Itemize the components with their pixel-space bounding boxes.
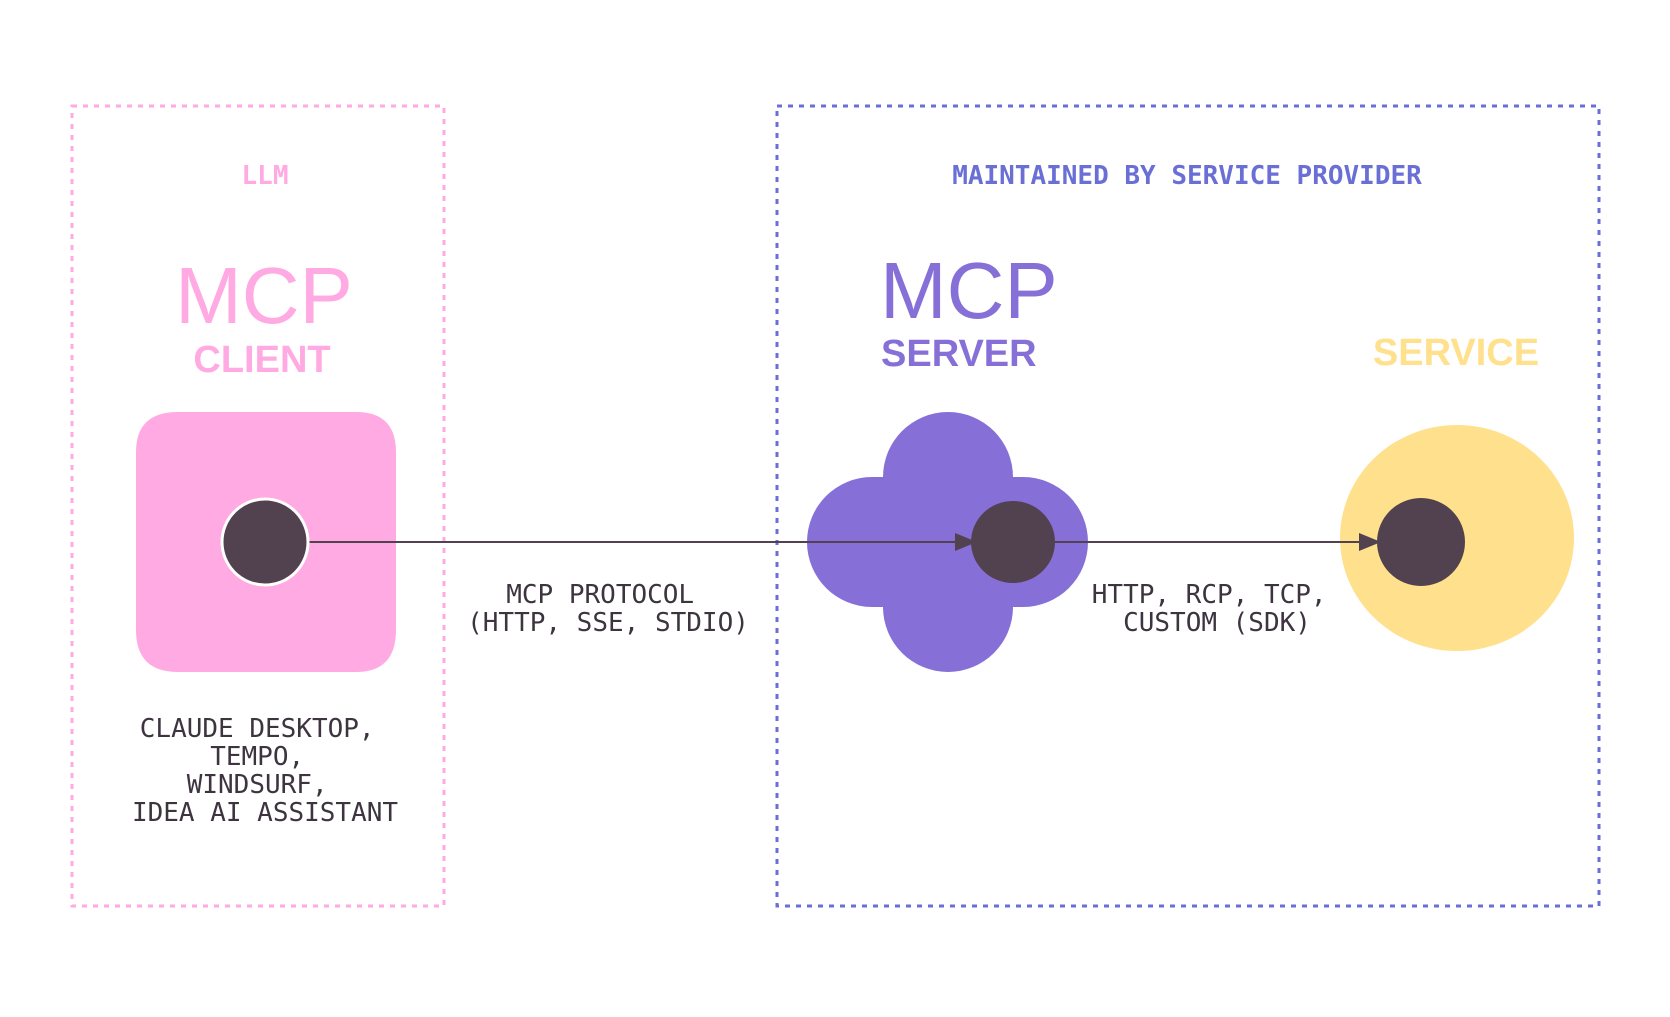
client-title: MCP [175, 251, 353, 340]
transport-label-line-2: CUSTOM (SDK) [1123, 608, 1311, 638]
client-example-2: TEMPO, [210, 742, 304, 772]
provider-container-border [775, 104, 1601, 908]
client-subtitle: CLIENT [193, 339, 330, 381]
client-examples: CLAUDE DESKTOP, TEMPO, WINDSURF, IDEA AI… [132, 714, 398, 828]
service-label: SERVICE [1373, 332, 1539, 374]
client-example-4: IDEA AI ASSISTANT [132, 798, 398, 828]
provider-caption: MAINTAINED BY SERVICE PROVIDER [952, 161, 1422, 191]
server-title: MCP [880, 246, 1058, 335]
server-node [971, 501, 1055, 583]
llm-caption: LLM [242, 161, 289, 191]
client-node [220, 497, 310, 587]
server-subtitle: SERVER [881, 333, 1037, 375]
protocol-label: MCP PROTOCOL (HTTP, SSE, STDIO) [467, 580, 749, 638]
client-example-1: CLAUDE DESKTOP, [140, 714, 375, 744]
llm-container-border [70, 104, 446, 908]
client-example-3: WINDSURF, [187, 770, 328, 800]
service-node [1377, 498, 1465, 586]
protocol-label-line-1: MCP PROTOCOL [506, 580, 694, 610]
protocol-label-line-2: (HTTP, SSE, STDIO) [467, 608, 749, 638]
transport-label-line-1: HTTP, RCP, TCP, [1092, 580, 1327, 610]
transport-label: HTTP, RCP, TCP, CUSTOM (SDK) [1092, 580, 1342, 638]
